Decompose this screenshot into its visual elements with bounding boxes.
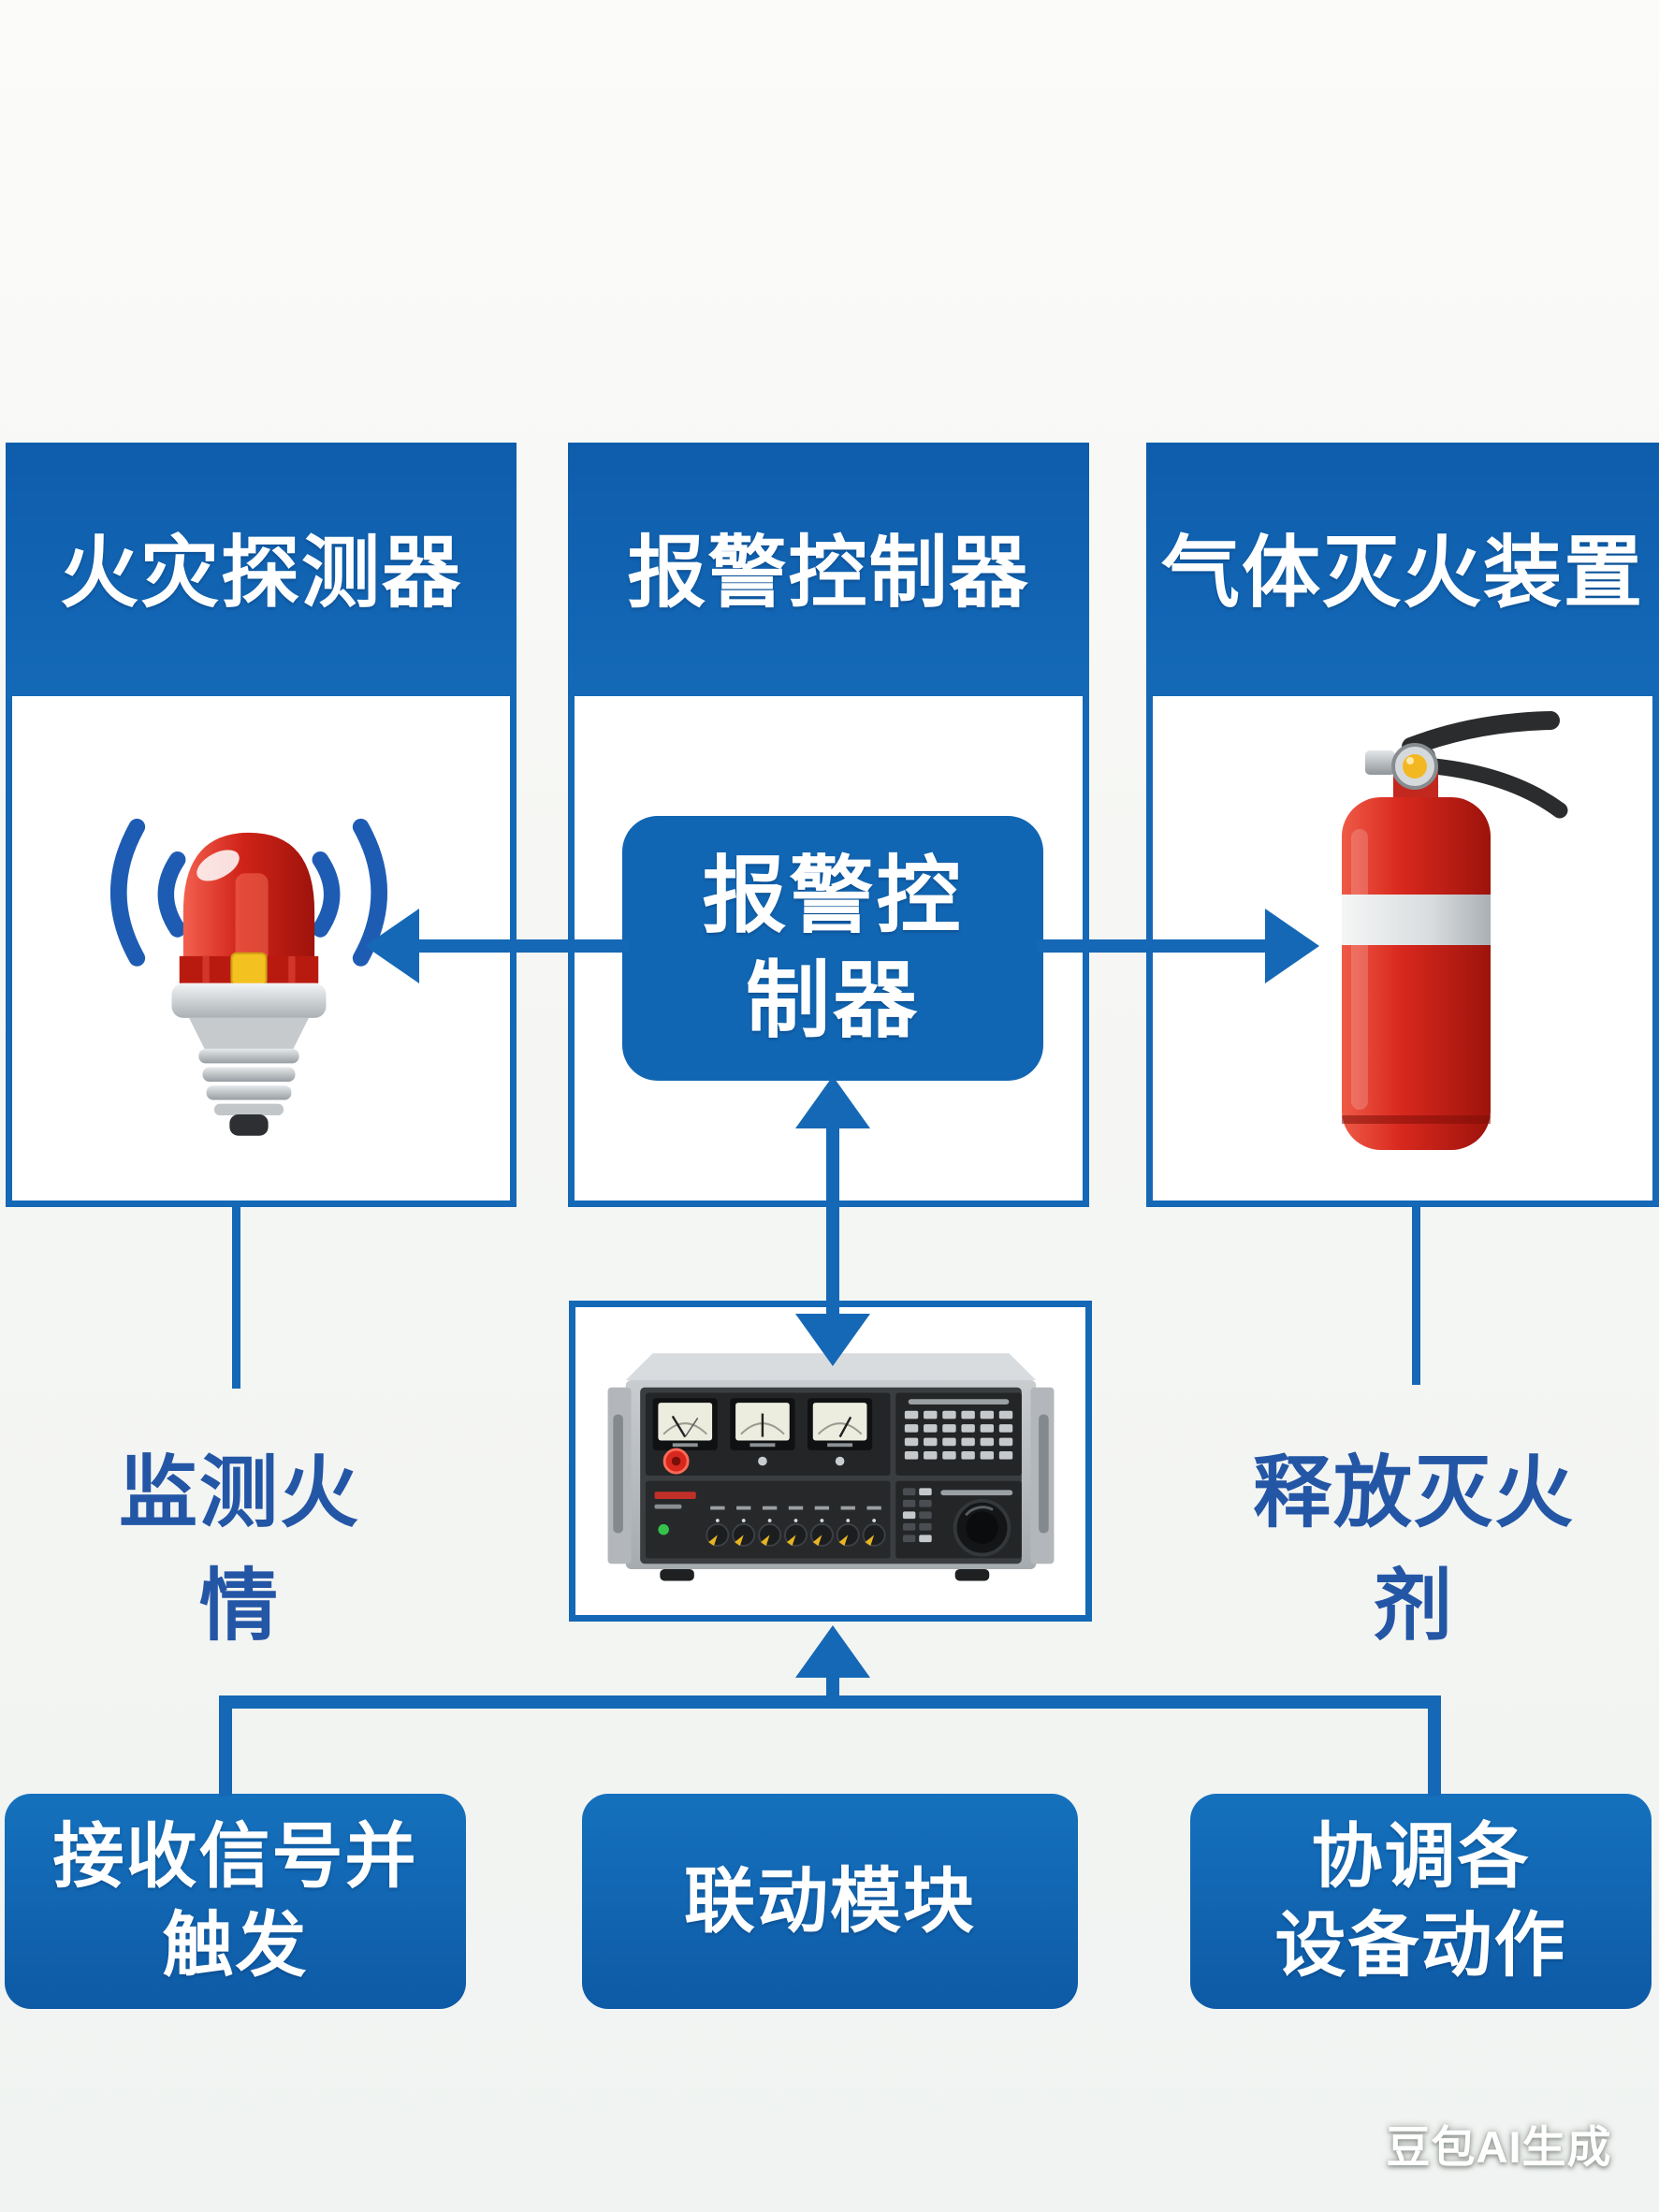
arrow-device-down-head: [795, 1314, 870, 1366]
bottom-box-linkage-module: 联动模块: [582, 1794, 1078, 2009]
extinguisher-column: 气体灭火装置: [1146, 443, 1659, 1207]
bottom-bus-line: [219, 1695, 1441, 1709]
arrow-bus-up-head: [795, 1625, 870, 1678]
linkage-device-box: [569, 1301, 1092, 1622]
bottom-box-receive-trigger: 接收信号并 触发: [5, 1794, 466, 2009]
arrow-node-up-head: [795, 1076, 870, 1128]
detector-column: 火灾探测器: [6, 443, 517, 1207]
detector-header-label: 火灾探测器: [59, 528, 462, 617]
extinguisher-header-label: 气体灭火装置: [1160, 528, 1644, 617]
controller-header-label: 报警控制器: [627, 528, 1030, 617]
bottom-box-receive-line2: 触发: [162, 1906, 309, 1986]
bottom-box-coordinate-line2: 设备动作: [1274, 1906, 1567, 1986]
bottom-box-coordinate: 协调各 设备动作: [1190, 1794, 1652, 2009]
bottom-box-receive-line1: 接收信号并: [52, 1817, 418, 1897]
controller-node-line1: 报警控: [702, 849, 964, 943]
alarm-beacon-icon: [95, 777, 403, 1148]
extinguisher-caption-connector: [1412, 1205, 1420, 1385]
bottom-box-linkage-label: 联动模块: [684, 1861, 976, 1942]
bottom-bus-left-drop: [219, 1695, 232, 1797]
ai-watermark: 豆包AI生成: [1386, 2122, 1612, 2172]
detector-caption: 监测火情: [118, 1448, 360, 1650]
arrow-to-detector-shaft: [415, 939, 629, 953]
extinguisher-caption: 释放灭火剂: [1252, 1448, 1575, 1650]
detector-caption-connector: [232, 1205, 240, 1389]
controller-header: 报警控制器: [568, 443, 1089, 690]
arrow-to-extinguisher-shaft: [1037, 939, 1267, 953]
arrow-to-extinguisher-head: [1265, 909, 1319, 983]
controller-node: 报警控 制器: [622, 816, 1043, 1081]
controller-node-line2: 制器: [746, 953, 920, 1048]
arrow-to-detector-head: [365, 909, 419, 983]
bottom-box-coordinate-line1: 协调各: [1311, 1817, 1531, 1897]
arrow-node-device-shaft: [826, 1125, 839, 1319]
control-panel-device-icon: [597, 1328, 1065, 1603]
detector-header: 火灾探测器: [6, 443, 517, 690]
extinguisher-body: [1146, 690, 1659, 1207]
extinguisher-header: 气体灭火装置: [1146, 443, 1659, 690]
bottom-bus-right-drop: [1428, 1695, 1441, 1797]
fire-extinguisher-icon: [1229, 707, 1603, 1180]
